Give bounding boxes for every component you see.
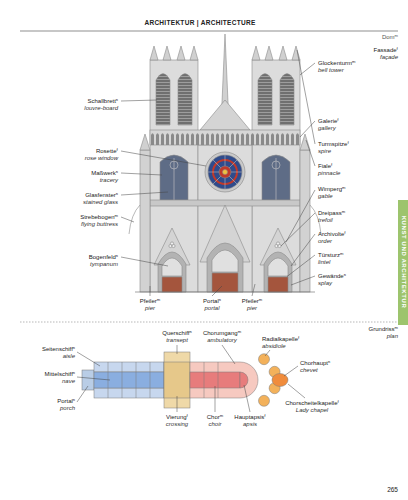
part-name: Radialkapelleᶠ bbox=[262, 336, 299, 343]
part-name: Archivolteᶠ bbox=[318, 231, 346, 238]
part-name: Glockenturmᵐ bbox=[318, 60, 355, 67]
part-name: Portalⁿ bbox=[57, 398, 75, 405]
part-name: Maßwerkⁿ bbox=[91, 170, 118, 177]
part-name-english: porch bbox=[60, 405, 75, 412]
part-name: Pfeilerᵐ bbox=[242, 298, 262, 305]
part-name-english: tympanum bbox=[90, 261, 118, 268]
part-name-english: pinnacle bbox=[318, 170, 340, 177]
part-name: Dreipassᵐ bbox=[318, 210, 345, 217]
leader-lines bbox=[77, 50, 315, 412]
part-name: Fassadeᶠ bbox=[374, 47, 398, 54]
section-tag: Domᵐ bbox=[382, 34, 398, 41]
part-name: Pfeilerᵐ bbox=[140, 298, 160, 305]
part-name-english: spire bbox=[318, 148, 331, 155]
part-name-english: rose window bbox=[85, 155, 118, 162]
facade-drawing bbox=[129, 34, 321, 292]
part-name-english: pier bbox=[145, 305, 155, 312]
part-name: Bogenfeldⁿ bbox=[89, 254, 118, 261]
page-title: ARCHITEKTUR | ARCHITECTURE bbox=[144, 19, 255, 26]
part-name: Chorᵐ bbox=[207, 414, 223, 421]
part-name: Seitenschiffⁿ bbox=[42, 346, 75, 353]
part-name: Glasfensterⁿ bbox=[85, 192, 118, 199]
part-name-english: apsis bbox=[243, 421, 257, 428]
part-name-english: order bbox=[318, 238, 332, 245]
part-name-english: pier bbox=[247, 305, 257, 312]
part-name-english: stained glass bbox=[83, 199, 118, 206]
part-name-english: portal bbox=[204, 305, 219, 312]
part-name-english: aisle bbox=[63, 353, 75, 360]
part-name: Fialeᶠ bbox=[318, 163, 332, 170]
part-name: Rosetteᶠ bbox=[96, 148, 118, 155]
part-name-english: Lady chapel bbox=[296, 407, 328, 414]
part-name-english: flying buttress bbox=[81, 221, 118, 228]
part-name-english: ambulatory bbox=[207, 337, 237, 344]
part-name: Chorumgangᵐ bbox=[203, 330, 241, 337]
part-name: Chorscheitelkapelleᶠ bbox=[285, 400, 339, 407]
part-name-english: nave bbox=[62, 378, 75, 385]
part-name: Strebebogenᵐ bbox=[80, 214, 118, 221]
separator bbox=[20, 322, 398, 323]
part-name-english: trefoil bbox=[318, 217, 333, 224]
chapter-title: KUNST UND ARCHITEKTUR bbox=[400, 216, 407, 309]
part-name-english: gable bbox=[318, 193, 333, 200]
part-name-english: lintel bbox=[318, 259, 330, 266]
part-name-english: gallery bbox=[318, 125, 336, 132]
part-name: Wimpergᵐ bbox=[318, 186, 345, 193]
part-name-english: plan bbox=[387, 333, 398, 340]
part-name-english: absidiole bbox=[262, 343, 286, 350]
part-name: Gewändeⁿ bbox=[318, 273, 346, 280]
chapter-tab bbox=[398, 200, 408, 325]
part-name-english: façade bbox=[380, 54, 398, 61]
part-name: Galerieᶠ bbox=[318, 118, 339, 125]
header-rule bbox=[20, 31, 398, 32]
part-name-english: crossing bbox=[166, 421, 188, 428]
part-name: Hauptapsisᶠ bbox=[234, 414, 265, 421]
part-name-english: louvre-board bbox=[84, 105, 118, 112]
part-name: Mittelschiffⁿ bbox=[45, 371, 75, 378]
plan-drawing bbox=[82, 352, 288, 408]
part-name: Portalⁿ bbox=[203, 298, 221, 305]
part-name: Chorhauptⁿ bbox=[300, 360, 330, 367]
part-name-english: splay bbox=[318, 280, 332, 287]
part-name: Vierungᶠ bbox=[166, 414, 188, 421]
part-name: Türsturzᵐ bbox=[318, 252, 343, 259]
part-name: Turmspitzeᶠ bbox=[318, 141, 349, 148]
part-name-english: bell tower bbox=[318, 67, 344, 74]
part-name: Querschiffⁿ bbox=[162, 330, 191, 337]
page-number: 265 bbox=[387, 486, 398, 493]
part-name-english: chevet bbox=[300, 367, 318, 374]
part-name-english: transept bbox=[166, 337, 188, 344]
part-name-english: tracery bbox=[100, 177, 118, 184]
part-name: Grundrissᵐ bbox=[369, 326, 398, 333]
part-name: Schallbrettⁿ bbox=[87, 98, 118, 105]
part-name-english: choir bbox=[208, 421, 221, 428]
